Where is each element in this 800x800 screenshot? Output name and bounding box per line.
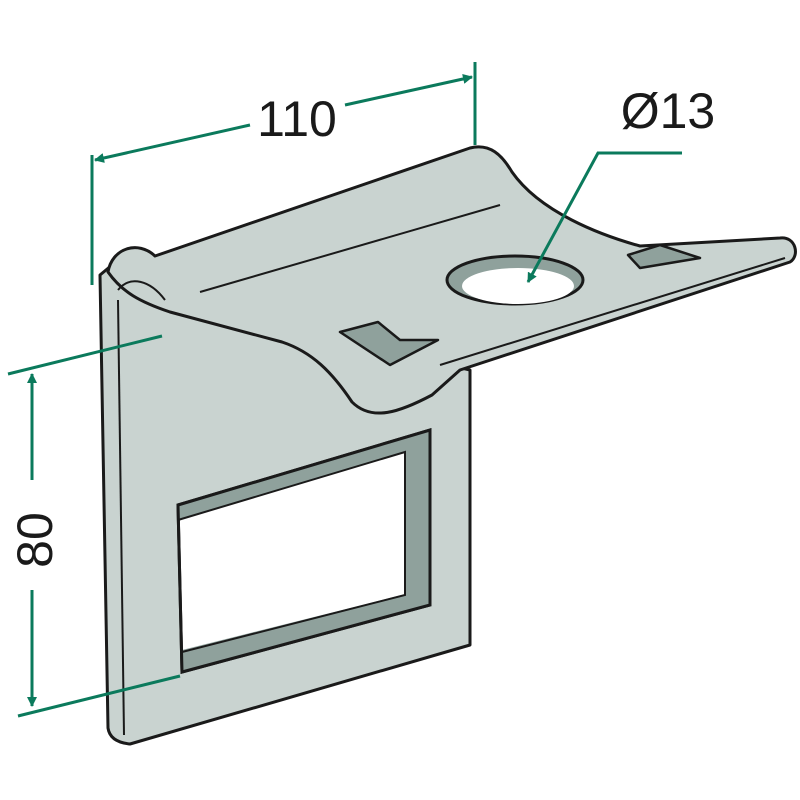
flange-edge <box>117 280 166 301</box>
hole-diameter-label: Ø13 <box>621 83 716 139</box>
width-label: 110 <box>257 91 337 147</box>
bend-line <box>199 204 501 293</box>
notch-left <box>338 320 440 367</box>
height-label: 80 <box>7 512 63 568</box>
hole-dimension <box>526 151 682 283</box>
mounting-hole <box>445 254 585 306</box>
plate-thickness-edge <box>117 299 125 736</box>
width-dimension <box>90 62 477 285</box>
rectangular-slot <box>176 427 432 674</box>
height-dimension <box>7 334 181 718</box>
front-lip <box>439 257 786 366</box>
notch-right <box>626 243 702 270</box>
